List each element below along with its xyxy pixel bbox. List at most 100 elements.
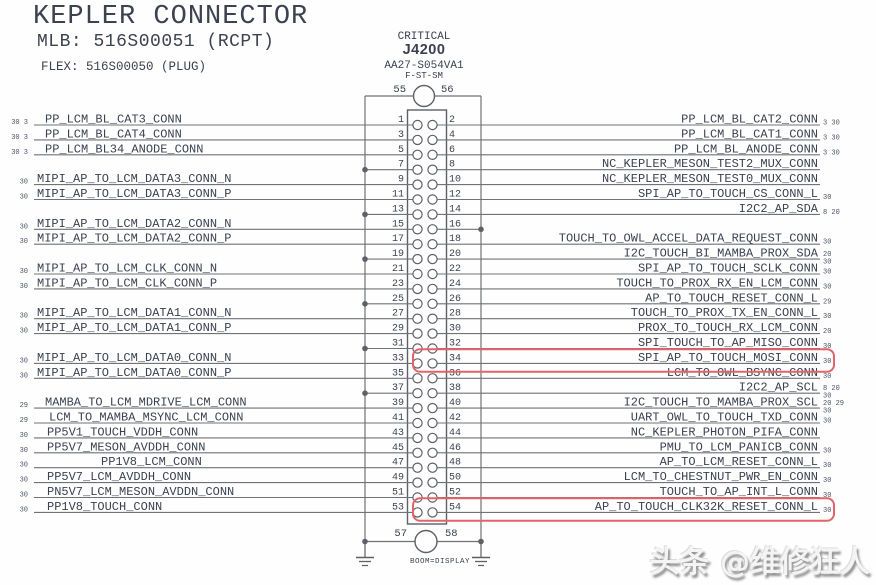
pin-circle (427, 432, 438, 444)
net-label: MAMBA_TO_LCM_MDRIVE_LCM_CONN (45, 396, 247, 410)
sheet-ref: 30 (20, 357, 28, 365)
pin-number: 5 (398, 145, 404, 156)
sheet-ref: 29 (823, 298, 831, 306)
net-label: MIPI_AP_TO_LCM_DATA0_CONN_N (37, 351, 231, 365)
pin-circle (412, 432, 423, 444)
pin-number: 42 (449, 413, 461, 424)
pin-circle (427, 134, 438, 146)
sheet-ref: 30 (20, 223, 28, 231)
pin-number: 1 (398, 115, 404, 126)
net-label: SPI_AP_TO_TOUCH_CS_CONN_L (638, 187, 818, 201)
pin-number: 3 (398, 130, 404, 141)
pin-number: 24 (449, 279, 461, 290)
net-label: MIPI_AP_TO_LCM_DATA3_CONN_N (37, 172, 231, 186)
net-label: PP5V1_TOUCH_VDDH_CONN (47, 425, 198, 439)
sheet-ref: 8 20 (823, 209, 840, 217)
mount-pin-bottom-left: 57 (394, 528, 407, 540)
pin-circle (412, 253, 423, 265)
pin-number: 22 (449, 264, 461, 275)
net-label: AP_TO_TOUCH_RESET_CONN_L (645, 291, 818, 305)
pin-number: 32 (449, 339, 461, 350)
pin-number: 39 (392, 398, 404, 409)
net-label: NC_KEPLER_MESON_TEST2_MUX_CONN (602, 157, 818, 171)
pin-circle (427, 238, 438, 250)
net-label: AP_TO_TOUCH_CLK32K_RESET_CONN_L (595, 500, 818, 514)
pin-number: 19 (392, 249, 404, 260)
pin-number: 51 (392, 488, 404, 499)
net-label: MIPI_AP_TO_LCM_DATA1_CONN_N (37, 306, 231, 320)
sheet-ref: 30 (823, 477, 831, 485)
pin-number: 28 (449, 309, 461, 320)
sheet-ref: 3 30 (823, 149, 840, 157)
pin-circle (412, 194, 423, 205)
pin-circle (427, 253, 438, 265)
net-label: PP1V8_LCM_CONN (101, 455, 202, 469)
net-label: MIPI_AP_TO_LCM_DATA1_CONN_P (37, 321, 231, 335)
pin-number: 8 (449, 160, 455, 171)
sheet-ref: 30 (823, 373, 831, 381)
pin-number: 21 (392, 264, 404, 275)
junction-dot (362, 256, 368, 262)
net-label: AP_TO_LCM_RESET_CONN_L (660, 455, 818, 469)
mount-pin-top-right: 56 (441, 84, 454, 96)
pin-circle (427, 283, 438, 295)
pin-number: 45 (392, 443, 404, 454)
pin-number: 27 (392, 309, 404, 320)
pin-number: 2 (449, 115, 455, 126)
connector-package: F-ST-SM (405, 71, 443, 82)
pin-number: 33 (392, 353, 404, 364)
junction-dot (362, 166, 368, 173)
sheet-ref: 30 (20, 313, 28, 321)
net-label: NC_KEPLER_PHOTON_PIFA_CONN (631, 425, 818, 439)
pin-circle (427, 462, 438, 473)
flex-part-number: FLEX: 516S00050 (PLUG) (41, 60, 207, 74)
pin-circle (427, 268, 438, 280)
net-label: SPI_AP_TO_TOUCH_SCLK_CONN (638, 262, 818, 276)
pin-circle (427, 313, 438, 324)
connector-part-number: AA27-S054VA1 (384, 60, 464, 73)
sheet-ref: 30 (20, 462, 28, 470)
sheet-ref: 30 (20, 179, 28, 187)
pin-number: 23 (392, 279, 404, 290)
sheet-ref: 30 (20, 432, 28, 440)
pin-number: 20 (449, 249, 461, 260)
mount-hole (412, 84, 436, 108)
pin-circle (412, 238, 423, 250)
sheet-ref: 29 (20, 417, 28, 425)
sheet-ref: 30 (20, 447, 28, 455)
pin-number: 12 (449, 190, 461, 201)
pin-number: 6 (449, 145, 455, 156)
net-label: MIPI_AP_TO_LCM_CLK_CONN_P (37, 276, 217, 290)
pin-number: 29 (392, 324, 404, 335)
pin-number: 47 (392, 458, 404, 469)
pin-circle (427, 358, 438, 369)
pin-circle (412, 313, 423, 324)
pin-circle (427, 298, 438, 309)
sheet-ref: 30 3 (11, 134, 28, 142)
pin-number: 38 (449, 383, 461, 394)
sheet-ref: 30 (20, 506, 28, 514)
mlb-part-number: MLB: 516S00051 (RCPT) (37, 32, 275, 52)
sheet-ref: 30 (823, 418, 831, 426)
pin-circle (412, 402, 423, 414)
pin-number: 54 (449, 502, 461, 513)
net-label: LCM_TO_CHESTNUT_PWR_EN_CONN (624, 470, 818, 484)
pin-circle (412, 388, 423, 399)
connector-header: CRITICAL J4200 AA27-S054VA1 F-ST-SM (344, 31, 504, 82)
pin-circle (412, 462, 423, 473)
pin-circle (427, 328, 438, 339)
net-label: MIPI_AP_TO_LCM_DATA2_CONN_P (37, 232, 231, 246)
sheet-ref: 30 (823, 408, 831, 416)
net-label: MIPI_AP_TO_LCM_DATA3_CONN_P (37, 187, 231, 201)
net-label: TOUCH_TO_OWL_ACCEL_DATA_REQUEST_CONN (559, 232, 818, 246)
net-label: PP_LCM_BL34_ANODE_CONN (45, 142, 203, 156)
critical-label: CRITICAL (397, 31, 451, 43)
connector-refdes: J4200 (402, 42, 446, 59)
net-label: LCM_TO_MAMBA_MSYNC_LCM_CONN (49, 411, 243, 425)
sheet-ref: 30 (823, 343, 831, 351)
net-label: I2C2_AP_SCL (739, 381, 818, 395)
junction-dot (478, 226, 484, 233)
sheet-ref: 30 (20, 477, 28, 485)
pin-circle (412, 268, 423, 280)
